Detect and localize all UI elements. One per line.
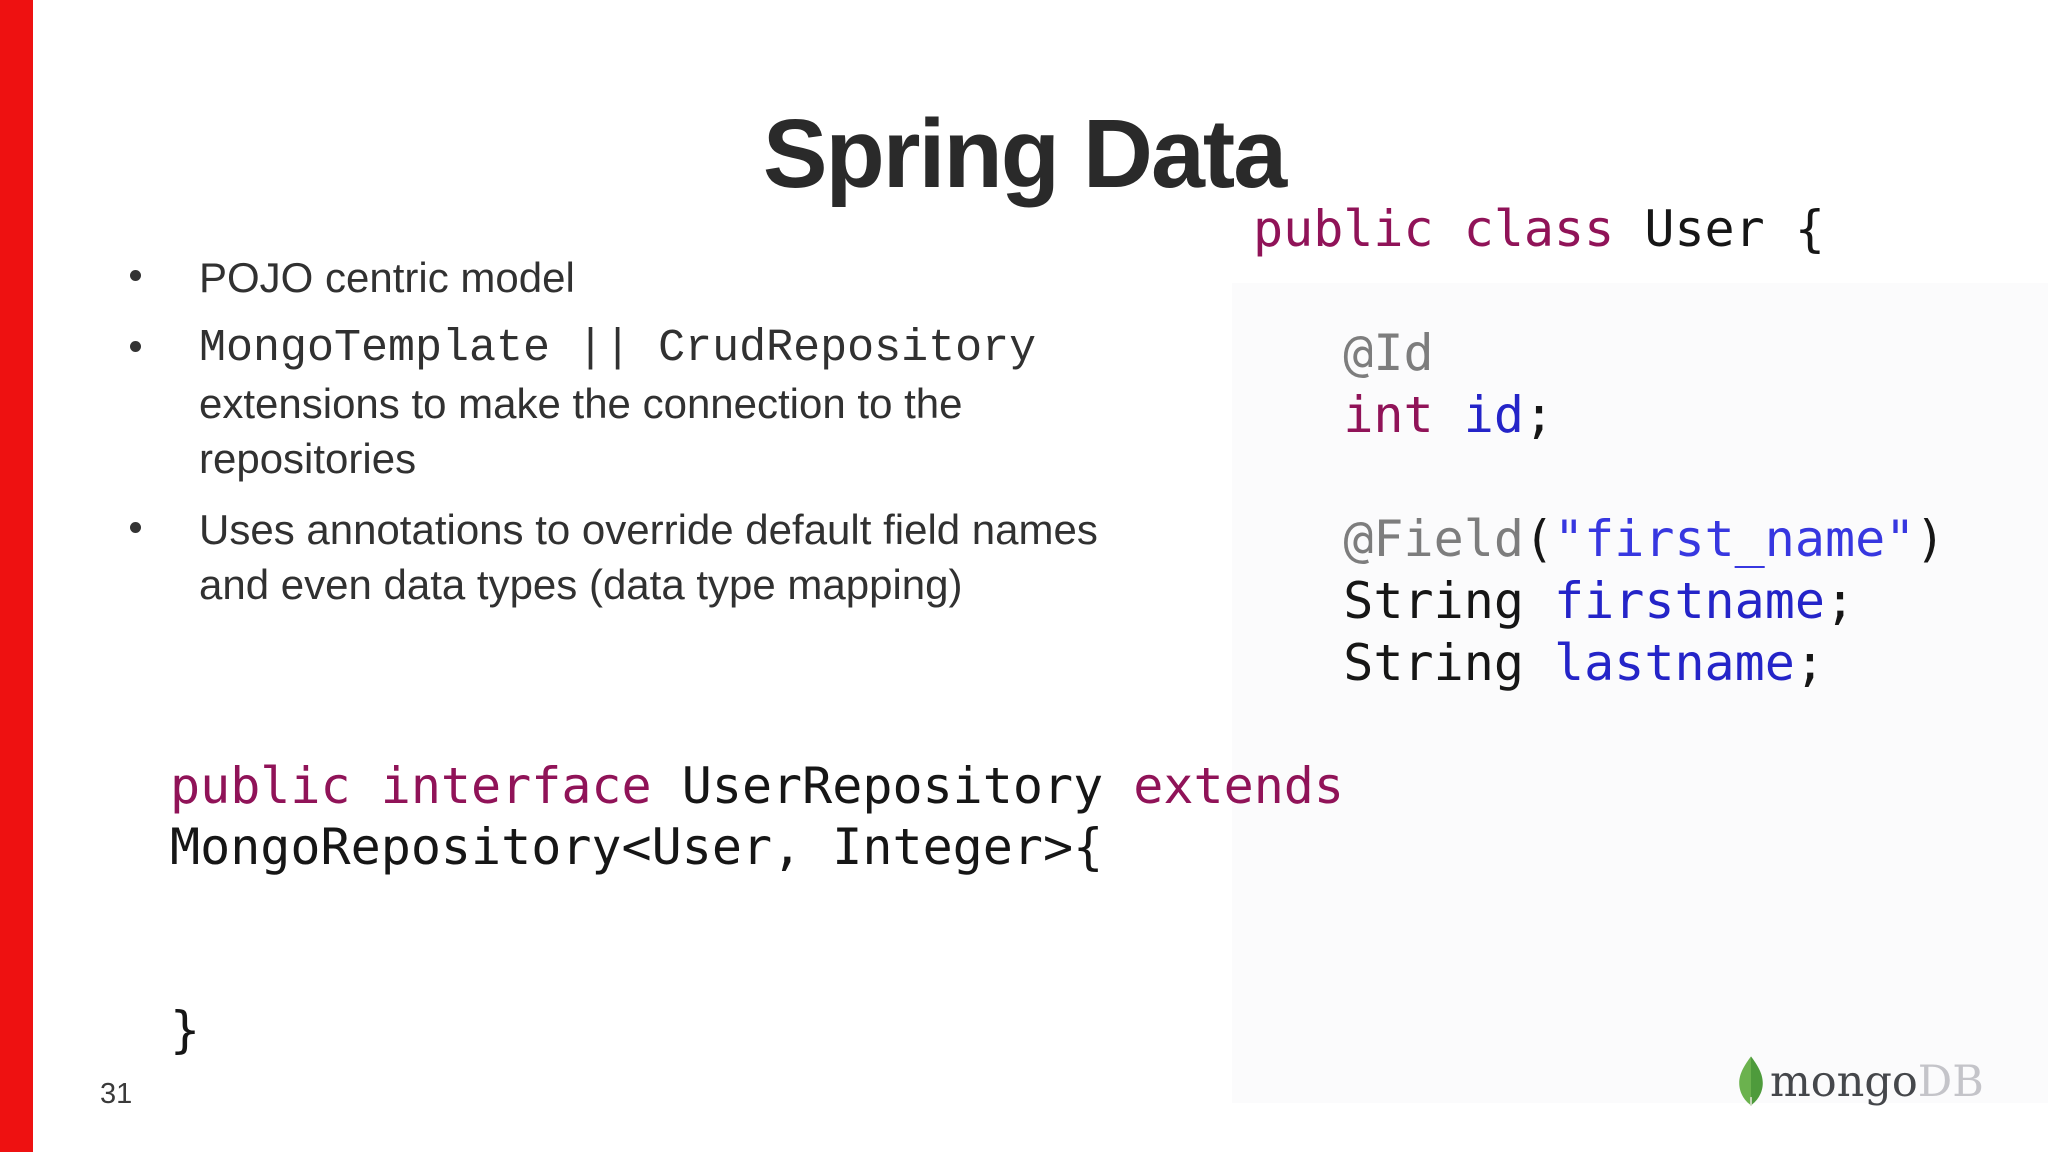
logo-text-mongo: mongo [1770,1057,1918,1107]
logo-text-db: DB [1917,1057,1984,1107]
code-line: int id; [1343,386,1555,444]
bullet-line: extensions to make the connection to the [199,380,963,427]
bullet-dot-icon [130,341,141,352]
bullet-line: POJO centric model [199,254,575,301]
bullet-item: MongoTemplate || CrudRepository extension… [118,321,1238,486]
bullet-line: Uses annotations to override default fie… [199,506,1098,553]
mongodb-logo: mongoDB [1736,1056,1984,1106]
bullet-line: and even data types (data type mapping) [199,561,963,608]
code-line: @Id [1253,324,1434,382]
code-line [170,939,1344,1000]
code-line: String lastname; [1253,634,1825,692]
code-block-user-class: public class User { @Id int id; @Field("… [1253,198,1945,694]
bullet-dot-icon [130,270,141,281]
left-accent-bar [0,0,33,1152]
page-title: Spring Data [762,98,1287,208]
code-line [170,878,1344,939]
code-line: @Field("first_name") [1343,510,1946,568]
code-line: } [170,1001,201,1059]
bullet-line: repositories [199,435,417,482]
code-line: MongoRepository<User, Integer>{ [170,818,1104,876]
code-line: public interface UserRepository extends [170,757,1345,815]
bullet-dot-icon [130,522,141,533]
mongodb-logo-text: mongoDB [1770,1061,1984,1106]
bullet-item: Uses annotations to override default fie… [118,502,1238,612]
code-line: public class User { [1253,200,1825,258]
bullet-line: MongoTemplate || CrudRepository [199,323,1037,374]
code-line: String firstname; [1253,572,1856,630]
bullet-item: POJO centric model [118,250,1238,305]
code-line [1253,446,1945,508]
code-line [1253,260,1945,322]
code-panel-background [1232,283,2048,1103]
mongodb-leaf-icon [1739,1056,1763,1106]
page-number: 31 [100,1078,133,1110]
